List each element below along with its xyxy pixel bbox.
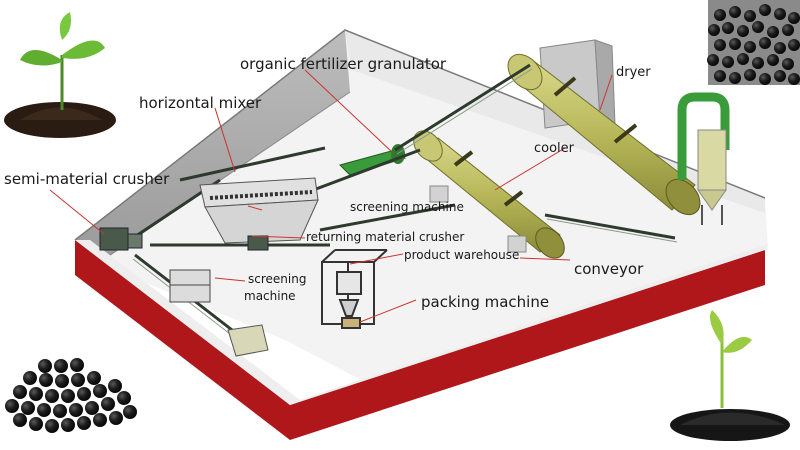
packing-machine (321, 249, 388, 329)
label-packing-machine: packing machine (421, 293, 550, 311)
collection-bin (227, 324, 269, 357)
cyclone-pipe (677, 92, 730, 225)
label-screening-machine-top: screening machine (350, 200, 464, 214)
seedling-bottom-right-icon (670, 310, 790, 441)
label-returning-material-crusher: returning material crusher (306, 230, 465, 244)
pellet-pile-bottom-left (5, 358, 137, 433)
label-screening-machine-left-2: machine (244, 289, 296, 303)
sapling-top-left-icon (4, 12, 116, 138)
label-dryer: dryer (616, 65, 651, 80)
label-screening-machine-left-1: screening (248, 272, 307, 286)
horizontal-mixer (199, 177, 319, 244)
semi-material-crusher (99, 227, 143, 251)
pellet-photo-top-right (707, 0, 800, 85)
front-wall-left (75, 240, 290, 440)
wall-top-right (290, 244, 768, 405)
front-wall-right (290, 250, 765, 440)
dryer-drum (507, 53, 701, 216)
label-cooler: cooler (534, 141, 575, 156)
left-screening-machine (169, 269, 211, 303)
leader-lines (49, 69, 613, 323)
label-organic-fertilizer-granulator: organic fertilizer granulator (240, 55, 447, 73)
wall-top-left (75, 240, 300, 405)
back-wall-left (75, 30, 350, 262)
label-semi-material-crusher: semi-material crusher (4, 170, 170, 188)
label-horizontal-mixer: horizontal mixer (139, 94, 262, 112)
label-product-warehouse: product warehouse (404, 248, 520, 262)
label-conveyor: conveyor (574, 260, 644, 278)
returning-material-crusher (247, 235, 269, 251)
